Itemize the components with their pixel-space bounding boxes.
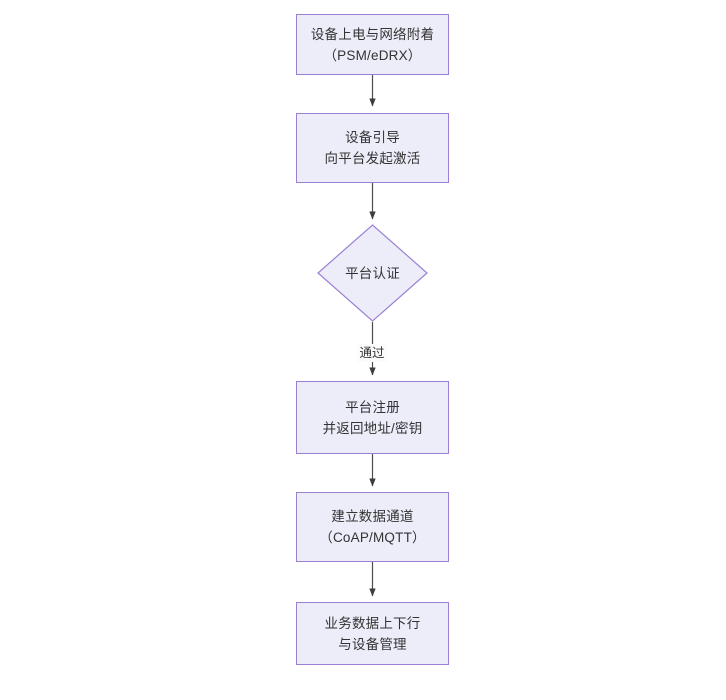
node-text-line: 建立数据通道: [331, 509, 414, 524]
node-device-power-on[interactable]: 设备上电与网络附着 （PSM/eDRX）: [296, 14, 449, 75]
node-platform-register[interactable]: 平台注册 并返回地址/密钥: [296, 381, 449, 454]
node-business-data-and-device-management[interactable]: 业务数据上下行 与设备管理: [296, 602, 449, 665]
edge-label-pass: 通过: [357, 344, 387, 362]
node-text-line: （CoAP/MQTT）: [319, 530, 426, 545]
node-establish-data-channel[interactable]: 建立数据通道 （CoAP/MQTT）: [296, 492, 449, 562]
node-text-line: 并返回地址/密钥: [322, 420, 423, 436]
node-text-line: 设备引导: [345, 130, 400, 145]
diamond-shape-icon: [317, 224, 428, 322]
node-platform-auth-decision[interactable]: 平台认证: [317, 224, 428, 322]
node-text-line: 业务数据上下行: [324, 615, 421, 631]
node-text-line: 平台认证: [345, 265, 400, 281]
node-text-line: 设备上电与网络附着: [310, 26, 435, 42]
node-text-line: 向平台发起激活: [324, 151, 421, 166]
node-text-line: 与设备管理: [338, 636, 407, 652]
node-text-line: （PSM/eDRX）: [323, 47, 422, 63]
node-device-bootstrap[interactable]: 设备引导 向平台发起激活: [296, 113, 449, 183]
node-text-line: 平台注册: [345, 399, 400, 415]
